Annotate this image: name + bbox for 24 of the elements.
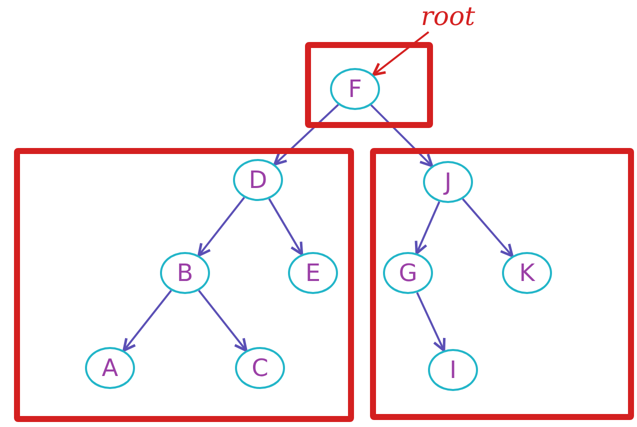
arrow [268, 198, 304, 256]
tree-node-circle: C [235, 347, 285, 389]
tree-node-circle: A [85, 347, 135, 389]
arrow [122, 290, 172, 352]
tree-node-circle: J [423, 161, 473, 203]
group-frame [305, 42, 433, 128]
arrow [414, 201, 440, 255]
group-frame [14, 148, 354, 422]
arrow [372, 31, 430, 76]
arrow [198, 290, 248, 352]
arrow [462, 198, 514, 258]
arrow [198, 196, 246, 257]
tree-node-circle: F [330, 68, 380, 110]
arrow [370, 104, 434, 168]
tree-node-circle: D [233, 159, 283, 201]
tree-node-circle: B [160, 252, 210, 294]
tree-node-circle: I [428, 349, 478, 391]
arrow [273, 104, 339, 166]
tree-node-circle: E [288, 252, 338, 294]
tree-node-circle: K [502, 252, 552, 294]
tree-node-circle: G [383, 252, 433, 294]
annotation-text: root [408, 2, 488, 32]
group-frame [370, 148, 634, 420]
arrow [416, 292, 446, 352]
